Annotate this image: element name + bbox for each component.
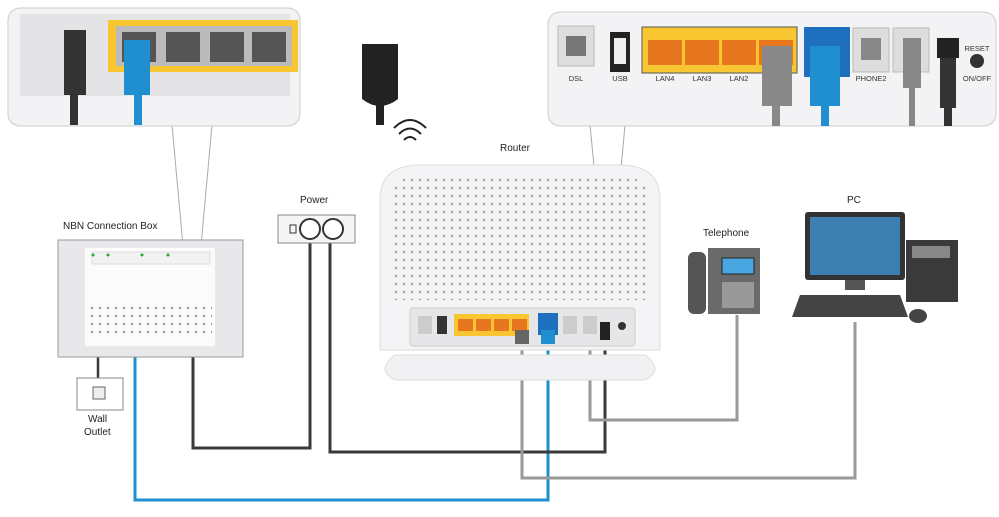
router-label: Router (500, 143, 531, 154)
port-label-reset: RESET (964, 44, 990, 53)
pc-label: PC (847, 195, 861, 206)
pc-device (792, 212, 958, 323)
nbn-box-label: NBN Connection Box (63, 221, 158, 232)
router-device (379, 119, 661, 381)
port-label-onoff: ON/OFF (962, 74, 992, 83)
power-label: Power (300, 195, 329, 206)
telephone-device (688, 248, 760, 314)
wall-outlet-label-line2: Outlet (84, 427, 111, 438)
pc-lan-cable (520, 322, 857, 480)
port-label-dsl: DSL (568, 74, 584, 83)
port-label-phone2: PHONE2 (855, 74, 887, 83)
nbn-connection-box (57, 239, 244, 358)
nbn-power-cable (191, 243, 312, 450)
nbn-ports-callout (7, 7, 398, 127)
port-label-lan3: LAN3 (692, 74, 712, 83)
router-ports-callout (547, 11, 997, 127)
blue-lan-cable (133, 320, 550, 502)
port-label-usb: USB (612, 74, 628, 83)
port-label-lan4: LAN4 (655, 74, 675, 83)
telephone-label: Telephone (703, 228, 750, 239)
power-outlet (277, 214, 356, 244)
router-power-cable (328, 243, 607, 454)
port-label-lan2: LAN2 (729, 74, 749, 83)
wifi-icon (393, 119, 427, 141)
wall-outlet (76, 377, 124, 411)
wall-outlet-label-line1: Wall (88, 414, 108, 425)
